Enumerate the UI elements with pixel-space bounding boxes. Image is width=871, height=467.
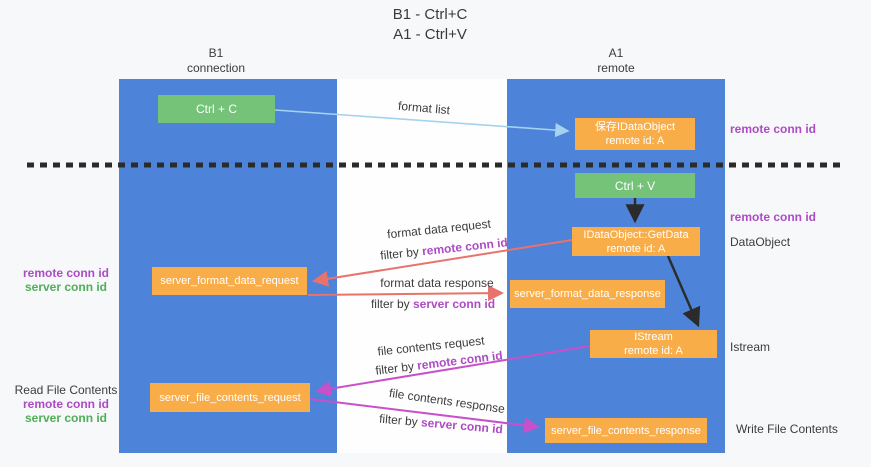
node-save-idataobject-line1: 保存IDataObject: [594, 121, 676, 133]
node-save-idataobject-line2: remote id: A: [605, 135, 665, 147]
annotation-left-bottom-remote: remote conn id: [22, 397, 109, 411]
lane-header-b1: B1 connection: [156, 46, 276, 76]
node-file-request-label: server_file_contents_request: [159, 391, 301, 404]
annotation-istream: Istream: [730, 340, 771, 354]
lane-b1-name: B1: [208, 46, 224, 60]
annotation-dataobject: DataObject: [730, 235, 791, 249]
node-server-format-data-request: server_format_data_request: [152, 267, 307, 295]
diagram-title: B1 - Ctrl+C A1 - Ctrl+V: [330, 5, 530, 45]
node-ctrl-c: Ctrl + C: [158, 95, 275, 123]
lane-header-a1: A1 remote: [556, 46, 676, 76]
label-format-data-response: format data response: [380, 276, 494, 290]
annotation-left-mid-block: remote conn id server conn id: [12, 266, 120, 294]
annotation-left-mid-remote: remote conn id: [22, 266, 109, 280]
annotation-left-mid-server: server conn id: [24, 280, 108, 294]
annotation-left-bottom-server: server conn id: [24, 411, 108, 425]
annotation-remote-conn-id-top: remote conn id: [730, 122, 817, 136]
server-conn-id-text: server conn id: [412, 297, 496, 311]
node-server-format-data-response: server_format_data_response: [510, 280, 665, 308]
node-istream: IStream remote id: A: [590, 330, 717, 358]
node-getdata-line1: IDataObject::GetData: [583, 228, 689, 241]
node-getdata-line2: remote id: A: [606, 242, 666, 255]
node-format-request-label: server_format_data_request: [160, 275, 299, 287]
node-server-file-contents-response: server_file_contents_response: [545, 418, 707, 443]
title-line-2: A1 - Ctrl+V: [393, 26, 467, 43]
title-line-1: B1 - Ctrl+C: [392, 6, 468, 23]
node-server-file-contents-request: server_file_contents_request: [150, 383, 310, 412]
lane-b1-role: connection: [186, 61, 246, 75]
node-ctrl-v: Ctrl + V: [575, 173, 695, 198]
node-save-idataobject: 保存IDataObject remote id: A: [575, 118, 695, 150]
node-istream-line1: IStream: [634, 331, 673, 343]
annotation-left-bottom-block: Read File Contents remote conn id server…: [12, 383, 120, 425]
lane-a1-name: A1: [608, 46, 624, 60]
annotation-remote-conn-id-mid: remote conn id: [730, 210, 817, 224]
node-format-response-label: server_format_data_response: [514, 288, 661, 300]
node-istream-line2: remote id: A: [624, 345, 683, 357]
filter-prefix: filter by: [370, 297, 413, 311]
node-idataobject-getdata: IDataObject::GetData remote id: A: [572, 227, 700, 256]
node-file-response-label: server_file_contents_response: [551, 424, 701, 437]
annotation-read-file-contents: Read File Contents: [14, 383, 118, 397]
lane-a1-role: remote: [597, 61, 635, 75]
label-filter-by-server-1: filter by server conn id: [371, 297, 495, 311]
node-ctrl-c-label: Ctrl + C: [195, 102, 237, 116]
node-ctrl-v-label: Ctrl + V: [614, 178, 656, 193]
annotation-write-file-contents: Write File Contents: [736, 422, 838, 436]
